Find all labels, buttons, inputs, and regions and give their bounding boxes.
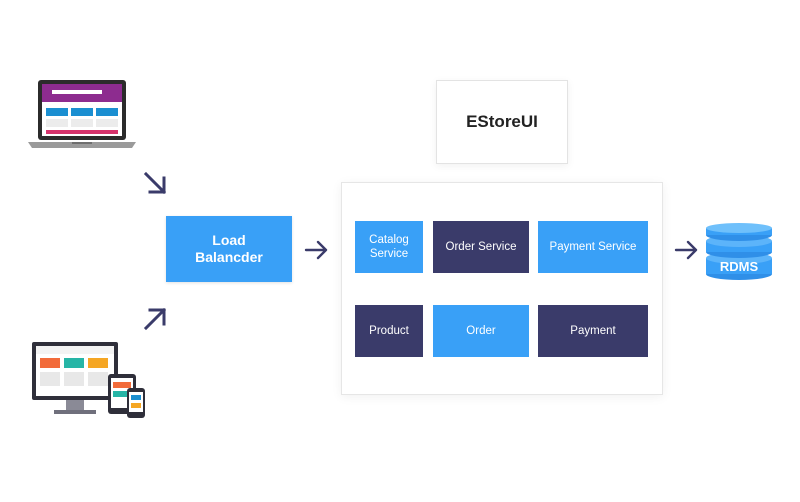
order-box: Order [433,305,529,357]
laptop-icon [28,80,136,148]
catalog-service-label: Catalog Service [369,234,409,260]
multi-device-icon [32,342,145,418]
payment-box: Payment [538,305,648,357]
estore-ui-box: EStoreUI [436,80,568,164]
catalog-service-box: Catalog Service [355,221,423,273]
estore-ui-label: EStoreUI [466,112,538,131]
product-label: Product [369,325,409,337]
load-balancer-box: Load Balancder [166,216,292,282]
payment-service-label: Payment Service [549,241,637,253]
arrow-up-right-icon [143,307,167,331]
payment-label: Payment [570,325,616,337]
arrow-right-icon [674,240,698,260]
payment-service-box: Payment Service [538,221,648,273]
order-service-box: Order Service [433,221,529,273]
order-label: Order [466,325,496,337]
product-box: Product [355,305,423,357]
rdms-label: RDMS [719,259,759,274]
order-service-label: Order Service [445,241,517,253]
arrow-right-icon [304,240,328,260]
database-icon [706,223,772,280]
application-panel: Catalog Service Order Service Payment Se… [341,182,663,395]
load-balancer-label: Load Balancder [195,232,263,265]
arrow-down-right-icon [143,171,167,195]
